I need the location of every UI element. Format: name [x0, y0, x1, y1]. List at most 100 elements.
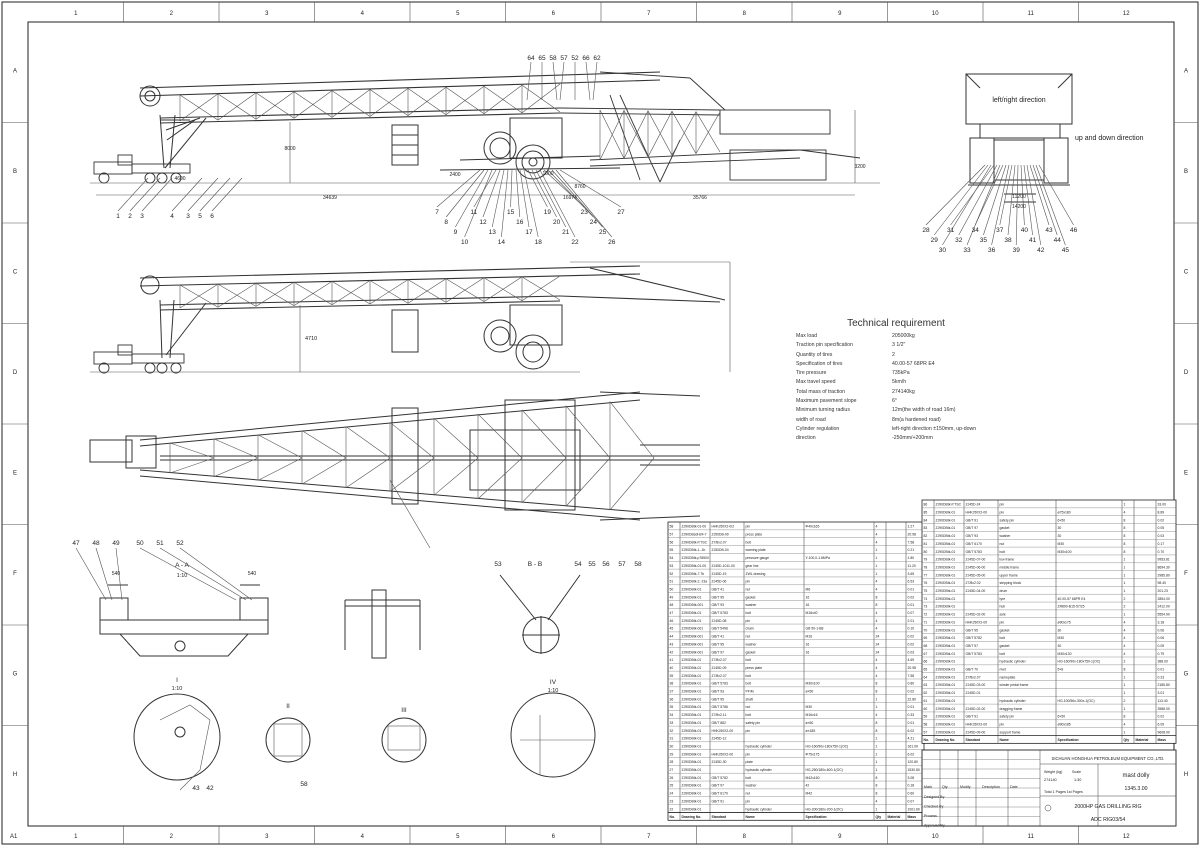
- bom-cell: 41: [670, 658, 674, 662]
- bom-cell: 36: [670, 697, 674, 701]
- bom-cell: 4: [1124, 652, 1126, 656]
- callout-number: 15: [507, 209, 515, 216]
- bom-cell: 71: [924, 620, 928, 624]
- callout-number: 18: [535, 239, 543, 246]
- bom-cell: 16: [806, 595, 810, 599]
- tb-label: Mark: [924, 785, 932, 789]
- bom-cell: 24: [876, 635, 880, 639]
- callout-number: 10: [461, 239, 469, 246]
- bom-cell: 70: [924, 628, 928, 632]
- bom-cell: ZJ90DBtk-01: [936, 597, 956, 601]
- bom-cell: GB/T 97: [966, 526, 979, 530]
- bom-cell: ZJ90DBtk-01: [682, 760, 702, 764]
- bom-cell: Φ75x175: [806, 752, 820, 756]
- bom-cell: 20.98: [908, 666, 917, 670]
- bom-cell: ZJ90DBtk-01: [682, 737, 702, 741]
- bom-cell: 16: [806, 650, 810, 654]
- bom-cell: 69: [924, 636, 928, 640]
- bom-cell: ZJ90DBtk-01: [936, 605, 956, 609]
- callout-number: 58: [634, 561, 642, 568]
- bom-cell: 3988.00: [1158, 707, 1170, 711]
- tech-key: Max load: [796, 333, 818, 339]
- bom-cell: 63: [924, 683, 928, 687]
- bom-cell: nut: [746, 705, 751, 709]
- bom-cell: 113.40: [1158, 699, 1168, 703]
- tech-key: Tire pressure: [796, 370, 827, 377]
- callout-number: 31: [947, 227, 955, 234]
- bom-cell: ZJ90DBtk-01: [682, 705, 702, 709]
- bom-cell: 2185.80: [1158, 683, 1170, 687]
- bom-cell: 9953.81: [1158, 558, 1170, 562]
- bom-cell: 58: [670, 525, 674, 529]
- bom-cell: 0.07: [908, 799, 915, 803]
- bom-cell: GB/T 93: [712, 690, 725, 694]
- bom-cell: ZJ90DBtk-01: [682, 729, 702, 733]
- bom-cell: chain: [746, 627, 754, 631]
- bom-cell: 79: [924, 558, 928, 562]
- bom-cell: ZJ90DBtk-01: [682, 619, 702, 623]
- callout-number: 62: [593, 55, 601, 62]
- bom-cell: 8: [1124, 518, 1126, 522]
- bom-cell: 56: [670, 540, 674, 544]
- zone-row-left: B: [13, 169, 17, 175]
- bom-cell: HG-100/56x-300x-1(OC): [1058, 699, 1095, 703]
- bom-cell: 1: [1124, 558, 1126, 562]
- bom-cell: 60: [924, 707, 928, 711]
- bom-cell: dragging frame: [1000, 707, 1023, 711]
- bom-cell: 4.21: [908, 737, 915, 741]
- bom-cell: ZJ90DBtk-01: [682, 587, 702, 591]
- bom-cell: 26: [670, 776, 674, 780]
- bom-cell: ZJ45D-09-00: [966, 730, 986, 734]
- callout-number: 33: [963, 247, 971, 254]
- bom-cell: 4: [1124, 722, 1126, 726]
- bom-cell: ZJ90DBtk-001: [682, 603, 704, 607]
- bom-cell: 6×50: [1058, 518, 1066, 522]
- callout-number: 58: [549, 55, 557, 62]
- callout-number: 9: [454, 229, 458, 236]
- bom-cell: ZWL drawing: [746, 572, 766, 576]
- tb-mass-label: Weight (kg): [1044, 770, 1062, 774]
- zone-col-bottom: 3: [265, 834, 269, 840]
- tb-label: Date: [1010, 785, 1018, 789]
- bom-cell: ZJ90DBtk-001: [682, 627, 704, 631]
- bom-cell: shaft: [746, 697, 753, 701]
- bom-cell: 0.01: [908, 587, 915, 591]
- bom-cell: 1: [1124, 707, 1126, 711]
- bom-cell: ZJ90DBtk-001: [682, 635, 704, 639]
- bom-cell: 1: [876, 807, 878, 811]
- callout-number: 28: [922, 227, 930, 234]
- bom-cell: 44: [670, 635, 674, 639]
- callout-number: 6: [210, 213, 214, 220]
- bom-cell: 0.05: [1158, 526, 1165, 530]
- tech-key: width of road: [796, 416, 826, 423]
- zone-col-top: 1: [74, 11, 78, 17]
- bom-cell: 72: [924, 613, 928, 617]
- bom-cell: HHKJ50X2-00: [712, 729, 734, 733]
- bom-cell: bolt: [746, 540, 752, 544]
- callout-number: 53: [494, 561, 502, 568]
- bom-cell: gear line: [746, 564, 759, 568]
- bom-cell: 0.02: [908, 635, 915, 639]
- bom-cell: ø×50: [806, 690, 814, 694]
- bom-cell: GB/T 97: [712, 650, 725, 654]
- bom-cell: tyre: [1000, 597, 1006, 601]
- bom-cell: gasket: [1000, 628, 1010, 632]
- tech-key: Cylinder regulation: [796, 425, 840, 432]
- callout-number: 41: [1029, 237, 1037, 244]
- bom-cell: 0.02: [1158, 518, 1165, 522]
- zone-row-left: C: [13, 269, 18, 275]
- bom-cell: 4: [876, 627, 878, 631]
- tech-value: 3 1/2": [892, 342, 906, 349]
- callout-number: 12: [479, 219, 487, 226]
- bom-cell: 0.01: [908, 705, 915, 709]
- bom-cell: 8: [876, 729, 878, 733]
- bom-cell: HHKJ50X2-00: [966, 722, 988, 726]
- bom-cell: 161.09: [908, 744, 918, 748]
- bom-cell: 57: [670, 533, 674, 537]
- mast-dolly-upper: [391, 117, 621, 180]
- zone-col-bottom: 8: [743, 834, 747, 840]
- bom-cell: ZJ45D-19: [712, 572, 727, 576]
